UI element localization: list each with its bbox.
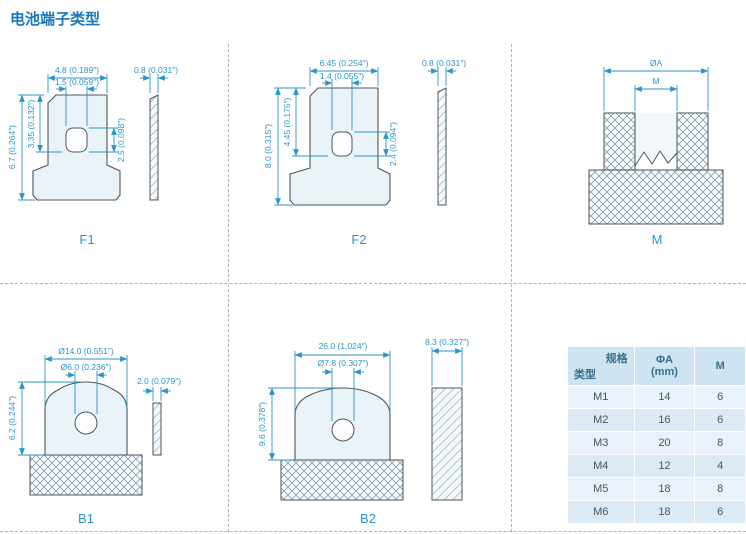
table-header-row: 规格 类型 ΦA (mm) M bbox=[568, 347, 745, 385]
m-base-block bbox=[588, 169, 724, 225]
f1-side-view bbox=[149, 94, 159, 201]
section-m: ØA M M bbox=[511, 40, 746, 283]
b1-ground-block bbox=[29, 454, 143, 496]
b2-ground-block bbox=[280, 459, 404, 501]
header-phi-a-label: ΦA bbox=[655, 354, 673, 366]
f1-height-dim: 6.7 (0.264″) bbox=[7, 125, 17, 169]
divider-vertical-right bbox=[511, 44, 512, 532]
b2-hole-dia-dim: Ø7.8 (0.307″) bbox=[318, 358, 369, 368]
section-f2: 6.45 (0.254″) 1.4 (0.055″) 0.8 (0.031″) … bbox=[228, 40, 511, 283]
f2-slot-height-dim: 2.4 (0.094″) bbox=[388, 122, 398, 166]
m-drawing: ØA M bbox=[588, 58, 724, 225]
b1-dimension-lines bbox=[18, 355, 171, 456]
page-title: 电池端子类型 bbox=[10, 11, 101, 28]
b2-thickness-dim: 8.3 (0.327″) bbox=[425, 337, 469, 347]
divider-horizontal-bottom bbox=[0, 531, 746, 532]
b2-height-dim: 9.6 (0.378″) bbox=[257, 402, 267, 446]
b1-side-view bbox=[152, 402, 162, 456]
section-table: 规格 类型 ΦA (mm) M M1 14 6 M2 bbox=[511, 283, 746, 534]
cell-phi-a: 18 bbox=[634, 478, 695, 500]
b1-height-dim: 6.2 (0.244″) bbox=[7, 396, 17, 440]
f1-dimension-lines bbox=[18, 74, 168, 201]
b2-width-dim: 26.0 (1.024″) bbox=[319, 341, 368, 351]
table-header-m: M bbox=[695, 347, 745, 385]
b2-drawing: 26.0 (1.024″) Ø7.8 (0.307″) 9.6 (0.378″)… bbox=[257, 337, 469, 501]
m-dimension-lines bbox=[603, 67, 709, 111]
divider-horizontal-middle bbox=[0, 283, 746, 284]
cell-phi-a: 18 bbox=[634, 501, 695, 523]
f2-slot-hole bbox=[331, 131, 353, 157]
f2-dimension-lines bbox=[274, 67, 456, 206]
cell-type: M6 bbox=[568, 501, 634, 523]
m-left-wall bbox=[603, 112, 636, 171]
b2-dimension-lines bbox=[268, 347, 463, 461]
m-thread-cavity bbox=[634, 113, 678, 168]
cell-type: M5 bbox=[568, 478, 634, 500]
cell-type: M3 bbox=[568, 432, 634, 454]
m-thread-dim: M bbox=[652, 76, 659, 86]
m-outer-dia-dim: ØA bbox=[650, 58, 663, 68]
f1-upper-height-dim: 3.35 (0.132″) bbox=[26, 99, 36, 148]
cell-m: 6 bbox=[695, 501, 745, 523]
b1-outer-dia-dim: Ø14.0 (0.551″) bbox=[58, 346, 114, 356]
m-label: M bbox=[651, 232, 663, 247]
f1-top-width-dim: 4.8 (0.189″) bbox=[55, 65, 99, 75]
cell-m: 8 bbox=[695, 432, 745, 454]
m-right-wall bbox=[676, 112, 709, 171]
cell-m: 8 bbox=[695, 478, 745, 500]
header-type-label: 类型 bbox=[574, 369, 596, 381]
cell-type: M2 bbox=[568, 409, 634, 431]
cell-type: M1 bbox=[568, 386, 634, 408]
b2-label: B2 bbox=[360, 511, 376, 526]
b1-hole-dia-dim: Ø6.0 (0.236″) bbox=[61, 362, 112, 372]
divider-vertical-left bbox=[228, 44, 229, 532]
table-row: M4 12 4 bbox=[568, 455, 745, 477]
b1-thickness-dim: 2.0 (0.079″) bbox=[137, 376, 181, 386]
header-phi-a-unit: (mm) bbox=[651, 366, 678, 378]
f1-thickness-dim: 0.8 (0.031″) bbox=[134, 65, 178, 75]
b1-drawing: Ø14.0 (0.551″) Ø6.0 (0.236″) 6.2 (0.244″… bbox=[7, 346, 181, 496]
cell-phi-a: 16 bbox=[634, 409, 695, 431]
table-row: M6 18 6 bbox=[568, 501, 745, 523]
section-f1: 4.8 (0.189″) 1.5 (0.059″) 0.8 (0.031″) 6… bbox=[0, 40, 228, 283]
header-spec-label: 规格 bbox=[605, 353, 628, 365]
section-b1: Ø14.0 (0.551″) Ø6.0 (0.236″) 6.2 (0.244″… bbox=[0, 283, 228, 534]
table-row: M2 16 6 bbox=[568, 409, 745, 431]
table-row: M5 18 8 bbox=[568, 478, 745, 500]
f2-top-width-dim: 6.45 (0.254″) bbox=[320, 58, 369, 68]
table-header-phi-a: ΦA (mm) bbox=[634, 347, 695, 385]
f2-slot-width-dim: 1.4 (0.055″) bbox=[320, 71, 364, 81]
cell-phi-a: 20 bbox=[634, 432, 695, 454]
f2-label: F2 bbox=[351, 232, 367, 247]
spec-table: 规格 类型 ΦA (mm) M M1 14 6 M2 bbox=[567, 346, 746, 524]
cell-m: 6 bbox=[695, 409, 745, 431]
table-row: M1 14 6 bbox=[568, 386, 745, 408]
table-header-spec-type: 规格 类型 bbox=[568, 347, 634, 385]
b2-side-view bbox=[431, 387, 463, 501]
section-b2: 26.0 (1.024″) Ø7.8 (0.307″) 9.6 (0.378″)… bbox=[228, 283, 511, 534]
cell-m: 4 bbox=[695, 455, 745, 477]
b2-hole bbox=[331, 418, 355, 442]
f1-slot-height-dim: 2.5 (0.098″) bbox=[116, 118, 126, 162]
cell-m: 6 bbox=[695, 386, 745, 408]
f1-drawing: 4.8 (0.189″) 1.5 (0.059″) 0.8 (0.031″) 6… bbox=[7, 65, 178, 201]
f1-label: F1 bbox=[79, 232, 95, 247]
b1-hole bbox=[74, 411, 98, 435]
b1-label: B1 bbox=[78, 511, 94, 526]
f2-side-view bbox=[437, 87, 447, 206]
cell-phi-a: 14 bbox=[634, 386, 695, 408]
cell-phi-a: 12 bbox=[634, 455, 695, 477]
f2-height-dim: 8.0 (0.315″) bbox=[263, 124, 273, 168]
f1-slot-width-dim: 1.5 (0.059″) bbox=[55, 77, 99, 87]
table-row: M3 20 8 bbox=[568, 432, 745, 454]
f2-thickness-dim: 0.8 (0.031″) bbox=[422, 58, 466, 68]
f2-upper-height-dim: 4.45 (0.175″) bbox=[282, 97, 292, 146]
f1-slot-hole bbox=[65, 127, 88, 153]
f2-drawing: 6.45 (0.254″) 1.4 (0.055″) 0.8 (0.031″) … bbox=[263, 58, 466, 206]
cell-type: M4 bbox=[568, 455, 634, 477]
